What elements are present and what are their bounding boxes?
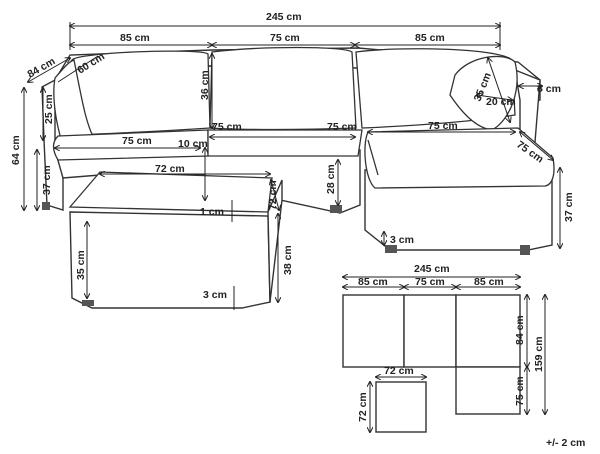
label-arm-width: 8 cm: [537, 83, 561, 95]
label-total-width: 245 cm: [266, 11, 302, 23]
label-seat-front-middle-a: 75 cm: [212, 121, 242, 133]
label-table-width: 72 cm: [155, 163, 185, 175]
label-table-top: 1 cm: [200, 206, 224, 218]
dimension-labels: 245 cm 85 cm 75 cm 85 cm 84 cm 60 cm 36 …: [10, 11, 585, 449]
label-back-height: 36 cm: [199, 70, 211, 100]
plan-right-module: [455, 294, 521, 368]
seat-cushion-middle: [207, 129, 363, 157]
label-seat-height: 28 cm: [325, 164, 337, 194]
table-leg: [82, 300, 94, 306]
label-pillow-thickness: 20 cm: [486, 96, 516, 108]
label-plan-middle: 75 cm: [415, 276, 445, 288]
back-cushion-middle: [209, 46, 357, 131]
plan-view: [343, 277, 545, 432]
plan-ottoman: [455, 366, 521, 415]
label-gap: 10 cm: [178, 138, 208, 150]
plan-table: [375, 381, 427, 433]
plan-left-module: [342, 294, 405, 368]
sofa-drawing: [41, 46, 555, 309]
table-body: [69, 211, 271, 309]
label-middle-seat-width: 75 cm: [270, 32, 300, 44]
label-plan-table-d: 72 cm: [357, 392, 369, 422]
label-plan-depth: 84 cm: [514, 315, 526, 345]
label-ottoman-top: 75 cm: [428, 120, 458, 132]
label-seat-front-middle-b: 75 cm: [327, 121, 357, 133]
label-table-leg: 3 cm: [203, 289, 227, 301]
label-total-height: 64 cm: [10, 135, 22, 165]
label-plan-ottoman: 75 cm: [514, 376, 526, 406]
label-tolerance: +/- 2 cm: [546, 437, 585, 449]
plan-middle-module: [403, 294, 457, 368]
dimension-lines: [24, 22, 560, 310]
label-plan-right: 85 cm: [474, 276, 504, 288]
label-right-seat-width: 85 cm: [415, 32, 445, 44]
label-base-height: 37 cm: [41, 165, 53, 195]
label-table-height: 38 cm: [282, 245, 294, 275]
label-seat-front-left: 75 cm: [122, 135, 152, 147]
label-plan-total-depth: 159 cm: [533, 336, 545, 372]
label-plan-left: 85 cm: [358, 276, 388, 288]
label-table-body: 35 cm: [75, 250, 87, 280]
ottoman-leg-left: [385, 245, 397, 253]
label-ottoman-height: 37 cm: [563, 192, 575, 222]
label-depth-left: 84 cm: [26, 55, 58, 80]
label-plan-total: 245 cm: [414, 263, 450, 275]
label-left-seat-width: 85 cm: [120, 32, 150, 44]
label-ottoman-leg: 3 cm: [390, 234, 414, 246]
ottoman-leg-right: [520, 245, 530, 255]
ottoman-cushion: [364, 127, 555, 189]
label-table-depth: 72 cm: [267, 180, 279, 210]
label-plan-table-w: 72 cm: [384, 365, 414, 377]
label-arm-height: 25 cm: [43, 94, 55, 124]
table-top: [68, 171, 273, 213]
